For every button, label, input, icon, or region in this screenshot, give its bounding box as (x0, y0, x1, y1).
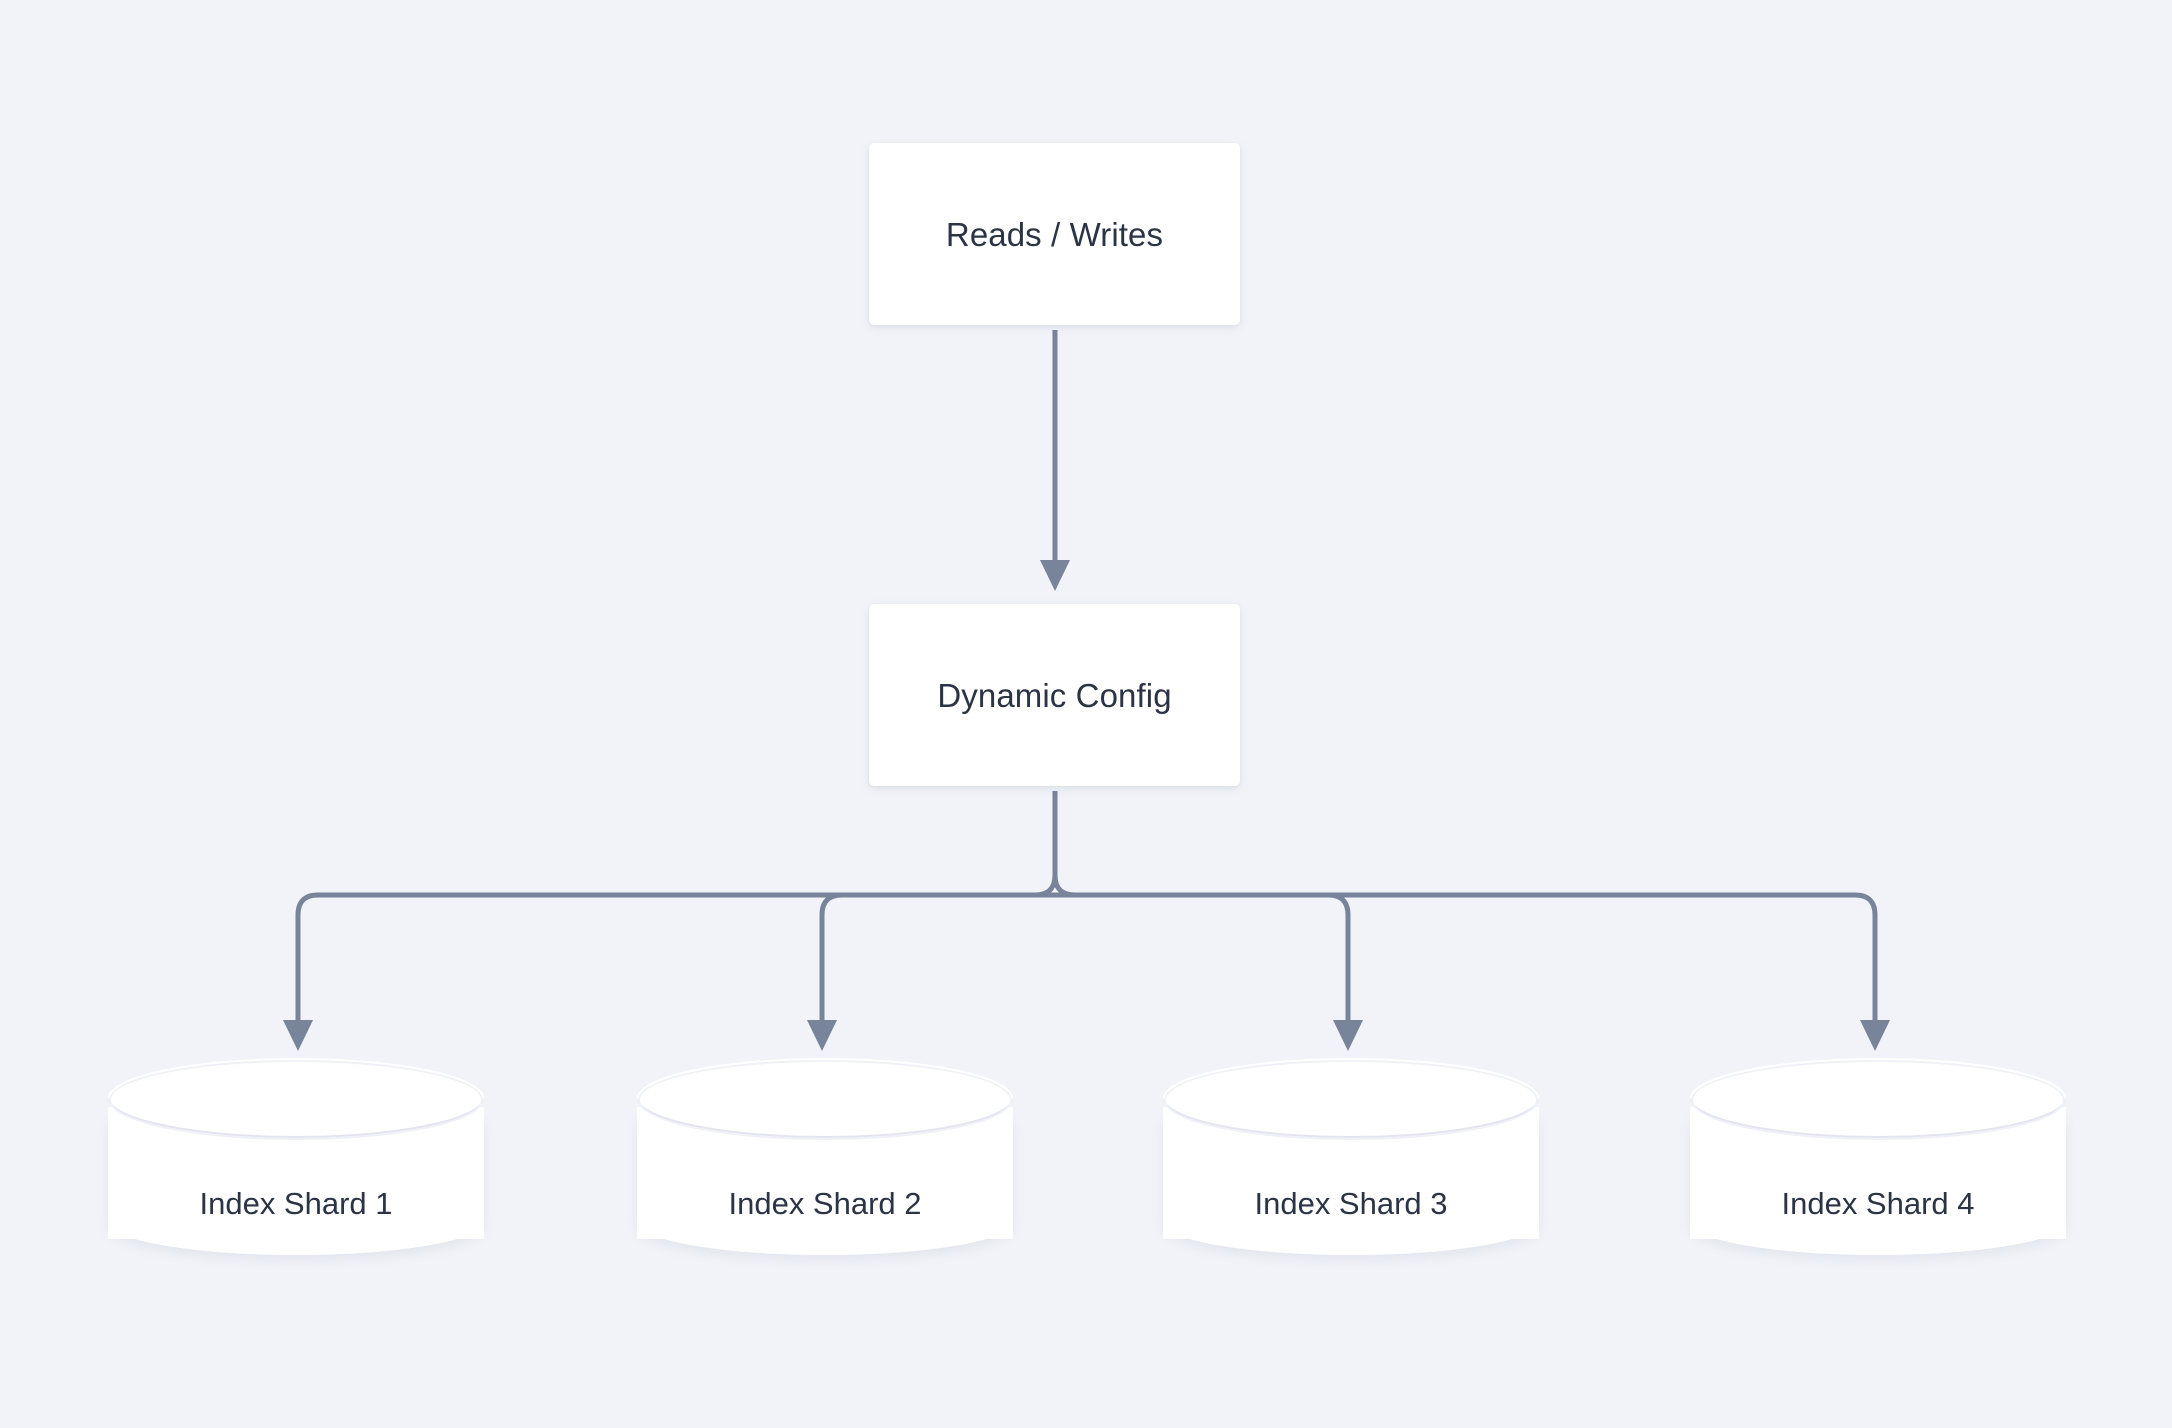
cylinder-rim (638, 1060, 1012, 1140)
cylinder-rim (1164, 1060, 1538, 1140)
arrowhead-icon (1040, 560, 1070, 591)
arrowhead-icon (807, 1020, 837, 1051)
node-label: Index Shard 3 (1254, 1186, 1448, 1221)
node-label: Index Shard 1 (199, 1186, 393, 1221)
node-index-shard-1[interactable]: Index Shard 1 (108, 1058, 484, 1288)
arrowhead-icon (1860, 1020, 1890, 1051)
node-reads-writes[interactable]: Reads / Writes (869, 143, 1240, 325)
node-index-shard-4[interactable]: Index Shard 4 (1690, 1058, 2066, 1288)
node-dynamic-config[interactable]: Dynamic Config (869, 604, 1240, 786)
node-label: Index Shard 2 (728, 1186, 922, 1221)
node-label: Index Shard 4 (1781, 1186, 1975, 1221)
node-label: Dynamic Config (937, 676, 1172, 714)
cylinder-rim (109, 1060, 483, 1140)
arrowhead-icon (283, 1020, 313, 1051)
cylinder-rim (1691, 1060, 2065, 1140)
arrowhead-icon (1333, 1020, 1363, 1051)
edge-reads-writes-to-dynamic-config (1040, 330, 1070, 591)
node-label: Reads / Writes (945, 215, 1164, 253)
node-index-shard-2[interactable]: Index Shard 2 (637, 1058, 1013, 1288)
node-index-shard-3[interactable]: Index Shard 3 (1163, 1058, 1539, 1288)
edge-dynamic-config-fanout (283, 791, 1890, 1051)
